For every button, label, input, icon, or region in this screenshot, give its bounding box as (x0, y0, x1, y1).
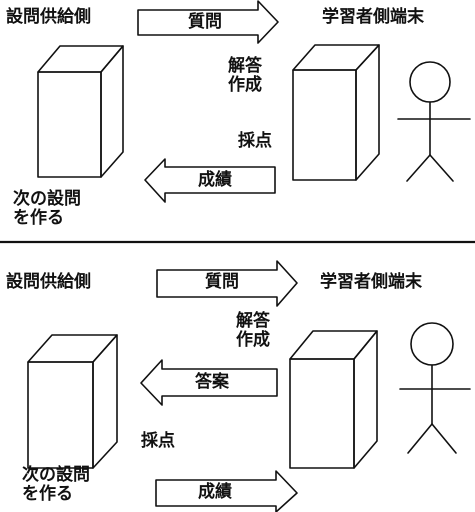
panel-1-learner-label: 学習者側端末 (322, 7, 424, 27)
panel-2-question-arrow (156, 260, 298, 307)
panel-2-results-arrow (155, 470, 298, 512)
panel-1-next-question-line-2: を作る (13, 208, 64, 228)
panel-1-answer-creation-label: 解答 作成 (228, 57, 274, 95)
panel-2-next-question-line-1: 次の設問 (22, 465, 90, 485)
panel-1-next-question-line-1: 次の設問 (13, 189, 81, 209)
panel-1-results-arrow-label: 成績 (198, 170, 232, 190)
panel-2-answer-creation-line-2: 作成 (236, 330, 270, 350)
panel-1-supplier-cube (37, 45, 124, 178)
panel-2-grading-label: 採点 (141, 431, 175, 451)
panel-2-learner-figure (399, 322, 471, 454)
panel-2-next-question-label: 次の設問 を作る (22, 466, 122, 504)
panel-2-answer-arrow (140, 359, 278, 406)
panel-1-supplier-label: 設問供給側 (6, 7, 91, 27)
panel-2-results-arrow-label: 成績 (198, 482, 232, 502)
panel-1-grading-label: 採点 (238, 131, 272, 151)
panel-2-question-arrow-label: 質問 (205, 272, 239, 292)
panel-2-supplier-cube (27, 334, 118, 469)
panel-2-answer-arrow-label: 答案 (195, 372, 229, 392)
panel-2-next-question-line-2: を作る (22, 484, 73, 504)
panel-1-learner-figure (397, 61, 471, 182)
panel-2-answer-creation-line-1: 解答 (236, 311, 270, 331)
panel-2-supplier-label: 設問供給側 (6, 272, 91, 292)
panel-2-graphics (27, 260, 471, 512)
panel-2-terminal-cube (289, 330, 378, 469)
panel-1-terminal-cube (292, 44, 380, 181)
panel-1-answer-creation-line-2: 作成 (228, 75, 262, 95)
panel-1-question-arrow (137, 0, 279, 44)
panel-1-answer-creation-line-1: 解答 (228, 56, 262, 76)
panel-1-results-arrow (144, 158, 276, 203)
panel-1-graphics (37, 0, 471, 203)
panel-2-learner-label: 学習者側端末 (320, 272, 422, 292)
panel-1-question-arrow-label: 質問 (188, 12, 222, 32)
panel-1-next-question-label: 次の設問 を作る (13, 190, 113, 228)
panel-2-answer-creation-label: 解答 作成 (236, 312, 282, 350)
